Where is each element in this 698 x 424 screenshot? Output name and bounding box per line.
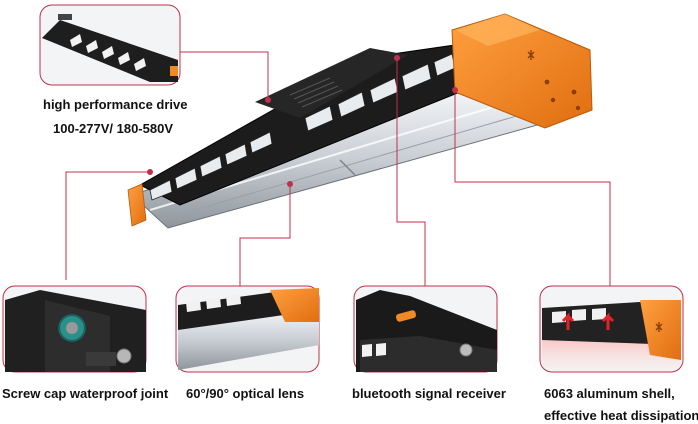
main-fixture (127, 13, 593, 229)
inset-drive (39, 4, 181, 86)
leader-screw (65, 171, 150, 280)
inset-aluminum-shell (539, 285, 684, 373)
callout-lines (65, 51, 611, 286)
inset-bluetooth (353, 285, 498, 373)
aluminum-shell-label-line2: effective heat dissipation (544, 408, 698, 423)
optical-lens-label: 60°/90° optical lens (186, 386, 305, 401)
bluetooth-label: bluetooth signal receiver (352, 386, 506, 401)
leader-lens (239, 184, 291, 286)
screw-cap-label: Screw cap waterproof joint (2, 386, 169, 401)
drive-title-label: high performance drive (43, 97, 188, 112)
drive-voltage-label: 100-277V/ 180-580V (53, 121, 173, 136)
aluminum-shell-label-line1: 6063 aluminum shell, (544, 386, 675, 401)
leader-drive (180, 51, 269, 100)
callout-dots (147, 55, 458, 187)
leader-shell (454, 90, 611, 286)
leader-bluetooth (396, 58, 426, 286)
inset-screw-cap (2, 285, 147, 373)
inset-optical-lens (175, 285, 320, 373)
